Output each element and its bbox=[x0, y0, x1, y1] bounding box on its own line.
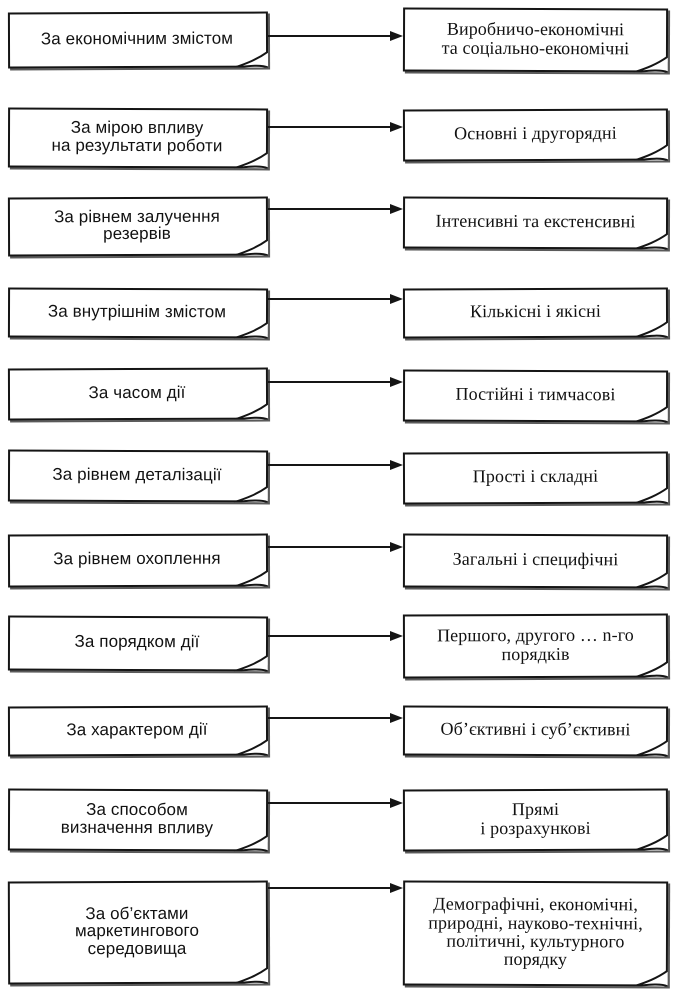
criterion-box-internal-content: За внутрішнім змістом bbox=[7, 287, 269, 339]
factor-type-box-economic-content: Виробничо-економічні та соціально-економ… bbox=[402, 7, 669, 73]
folded-corner-icon bbox=[234, 403, 269, 420]
factor-type-label-coverage-level: Загальні і специфічні bbox=[452, 549, 619, 570]
criterion-box-impact-method: За способом визначення впливу bbox=[7, 788, 269, 852]
criterion-box-economic-content: За економічним змістом bbox=[7, 11, 269, 69]
factor-type-box-coverage-level: Загальні і специфічні bbox=[402, 533, 669, 589]
right-arrow-icon bbox=[268, 121, 403, 133]
criterion-label-order-of-action: За порядком дії bbox=[74, 632, 200, 652]
folded-corner-icon bbox=[634, 487, 669, 504]
classification-row-time-of-action: За часом дії Постійні і тимчасові bbox=[0, 362, 677, 424]
classification-row-order-of-action: За порядком дії Першого, другого … n-го … bbox=[0, 610, 677, 682]
classification-row-detail-level: За рівнем деталізації Прості і складні bbox=[0, 444, 677, 508]
criterion-label-impact-method: За способом визначення впливу bbox=[60, 799, 214, 837]
criterion-box-order-of-action: За порядком дії bbox=[7, 615, 269, 672]
criterion-box-marketing-environment: За об’єктами маркетингового середовища bbox=[7, 880, 269, 985]
folded-corner-icon bbox=[234, 967, 269, 984]
criterion-box-reserve-involvement: За рівнем залучення резервів bbox=[7, 196, 269, 257]
folded-corner-icon bbox=[634, 144, 669, 161]
folded-corner-icon bbox=[233, 835, 268, 852]
classification-row-reserve-involvement: За рівнем залучення резервів Інтенсивні … bbox=[0, 192, 677, 262]
right-arrow-icon bbox=[268, 293, 403, 305]
factor-type-label-impact-degree: Основні і другорядні bbox=[454, 123, 617, 144]
criterion-label-reserve-involvement: За рівнем залучення резервів bbox=[54, 206, 220, 244]
criterion-box-coverage-level: За рівнем охоплення bbox=[7, 533, 269, 588]
classification-row-marketing-environment: За об’єктами маркетингового середовища Д… bbox=[0, 876, 677, 992]
criterion-label-marketing-environment: За об’єктами маркетингового середовища bbox=[74, 903, 200, 958]
folded-corner-icon bbox=[234, 239, 269, 256]
folded-corner-icon bbox=[634, 321, 669, 338]
right-arrow-icon bbox=[268, 630, 403, 642]
criterion-box-impact-degree: За мірою впливу на результати роботи bbox=[7, 107, 269, 169]
factor-type-label-economic-content: Виробничо-економічні та соціально-економ… bbox=[441, 18, 630, 58]
criterion-label-economic-content: За економічним змістом bbox=[40, 28, 234, 49]
criterion-box-time-of-action: За часом дії bbox=[7, 367, 269, 421]
factor-type-box-impact-degree: Основні і другорядні bbox=[402, 108, 669, 162]
classification-row-impact-method: За способом визначення впливу Прямі і ро… bbox=[0, 784, 677, 862]
factor-type-box-reserve-involvement: Інтенсивні та екстенсивні bbox=[402, 196, 669, 250]
folded-corner-icon bbox=[233, 152, 268, 169]
classification-row-internal-content: За внутрішнім змістом Кількісні і якісні bbox=[0, 282, 677, 344]
factor-type-box-order-of-action: Першого, другого … n-го порядків bbox=[402, 613, 669, 679]
classification-row-nature-of-action: За характером дії Об’єктивні і суб’єктив… bbox=[0, 700, 677, 762]
folded-corner-icon bbox=[634, 834, 669, 851]
factor-type-box-internal-content: Кількісні і якісні bbox=[402, 287, 669, 339]
folded-corner-icon bbox=[233, 322, 268, 339]
classification-row-economic-content: За економічним змістом Виробничо-економі… bbox=[0, 7, 677, 76]
criterion-box-detail-level: За рівнем деталізації bbox=[7, 449, 269, 503]
classification-row-impact-degree: За мірою впливу на результати роботи Осн… bbox=[0, 102, 677, 174]
folded-corner-icon bbox=[633, 233, 668, 250]
criterion-label-nature-of-action: За характером дії bbox=[66, 719, 208, 740]
folded-corner-icon bbox=[233, 655, 268, 672]
factor-type-label-internal-content: Кількісні і якісні bbox=[469, 301, 602, 322]
folded-corner-icon bbox=[633, 56, 668, 73]
factor-type-label-time-of-action: Постійні і тимчасові bbox=[455, 384, 616, 405]
factor-type-box-impact-method: Прямі і розрахункові bbox=[402, 788, 669, 852]
folded-corner-icon bbox=[233, 486, 268, 503]
criterion-label-impact-degree: За мірою впливу на результати роботи bbox=[51, 117, 223, 155]
folded-corner-icon bbox=[234, 51, 269, 68]
right-arrow-icon bbox=[268, 459, 403, 471]
right-arrow-icon bbox=[268, 376, 403, 388]
factor-type-label-order-of-action: Першого, другого … n-го порядків bbox=[437, 624, 634, 664]
factor-type-label-impact-method: Прямі і розрахункові bbox=[480, 799, 591, 838]
folded-corner-icon bbox=[633, 740, 668, 757]
criterion-box-nature-of-action: За характером дії bbox=[7, 705, 269, 757]
right-arrow-icon bbox=[268, 797, 403, 809]
folded-corner-icon bbox=[633, 572, 668, 589]
criterion-label-coverage-level: За рівнем охоплення bbox=[53, 549, 221, 569]
right-arrow-icon bbox=[268, 203, 403, 215]
criterion-label-internal-content: За внутрішнім змістом bbox=[47, 301, 227, 322]
folded-corner-icon bbox=[234, 739, 269, 756]
folded-corner-icon bbox=[234, 570, 269, 587]
criterion-label-detail-level: За рівнем деталізації bbox=[52, 464, 222, 485]
factor-type-label-reserve-involvement: Інтенсивні та екстенсивні bbox=[435, 210, 636, 232]
right-arrow-icon bbox=[268, 30, 403, 42]
factor-type-box-detail-level: Прості і складні bbox=[402, 451, 669, 505]
factor-type-label-nature-of-action: Об’єктивні і суб’єктивні bbox=[440, 718, 631, 740]
factor-type-label-marketing-environment: Демографічні, економічні, природні, наук… bbox=[428, 893, 643, 970]
factor-type-box-marketing-environment: Демографічні, економічні, природні, наук… bbox=[402, 880, 669, 987]
right-arrow-icon bbox=[268, 882, 403, 894]
folded-corner-icon bbox=[634, 661, 669, 678]
folded-corner-icon bbox=[633, 970, 668, 987]
right-arrow-icon bbox=[268, 541, 403, 553]
classification-row-coverage-level: За рівнем охоплення Загальні і специфічн… bbox=[0, 526, 677, 592]
factor-type-label-detail-level: Прості і складні bbox=[472, 466, 599, 487]
folded-corner-icon bbox=[633, 406, 668, 423]
factor-type-box-nature-of-action: Об’єктивні і суб’єктивні bbox=[402, 705, 669, 757]
criterion-label-time-of-action: За часом дії bbox=[88, 382, 186, 403]
right-arrow-icon bbox=[268, 712, 403, 724]
factor-type-box-time-of-action: Постійні і тимчасові bbox=[402, 369, 669, 423]
